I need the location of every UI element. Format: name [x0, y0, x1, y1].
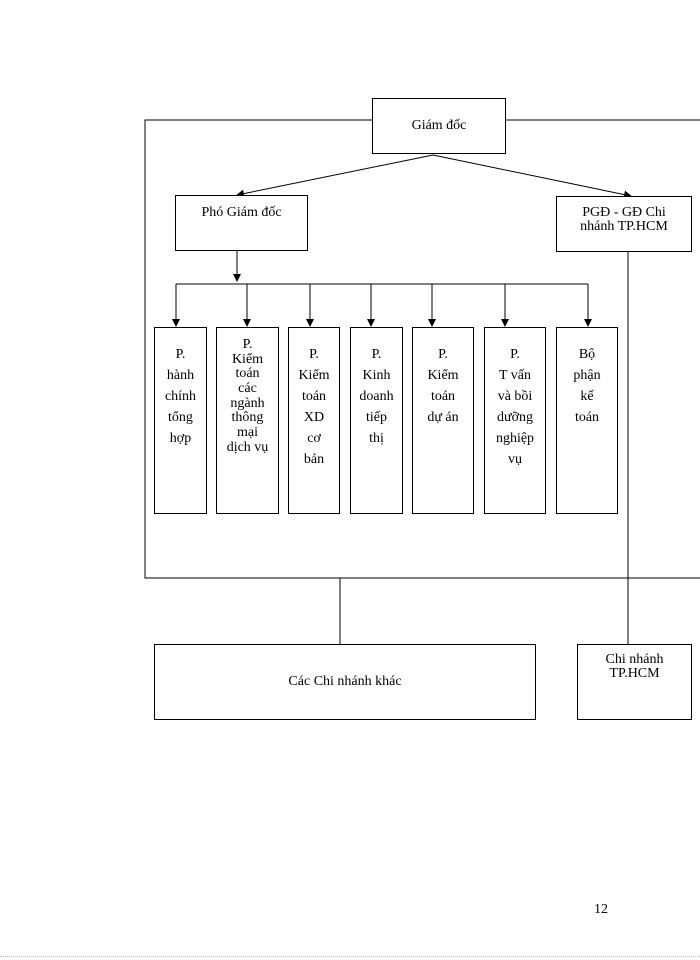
head-office-frame [144, 119, 700, 579]
dept-project-audit-label: P. Kiểm toán dự án [427, 347, 459, 425]
dept-trade-audit-box: P. Kiểm toán các ngành thông mại dịch vụ [216, 327, 279, 514]
dept-consulting-label: P. T vấn và bồi dưỡng nghiệp vụ [495, 347, 535, 467]
dept-marketing-label: P. Kinh doanh tiếp thị [359, 347, 394, 446]
hcm-branch-box: Chi nhánh TP.HCM [577, 644, 692, 720]
dept-admin-box: P. hành chính tổng hợp [154, 327, 207, 514]
hcm-branch-label: Chi nhánh TP.HCM [605, 652, 664, 681]
dept-accounting-box: Bộ phận kế toán [556, 327, 618, 514]
other-branches-label: Các Chi nhánh khác [288, 673, 402, 689]
director-box: Giám đốc [372, 98, 506, 154]
footer-rule [0, 956, 700, 957]
dept-construction-audit-label: P. Kiểm toán XD cơ bản [298, 347, 330, 467]
page-number: 12 [594, 902, 608, 917]
dept-construction-audit-box: P. Kiểm toán XD cơ bản [288, 327, 340, 514]
deputy-director-label: Phó Giám đốc [201, 205, 282, 220]
director-to-deputy-arrow [236, 154, 434, 198]
deputy-director-box: Phó Giám đốc [175, 195, 308, 251]
dept-trade-audit-label: P. Kiểm toán các ngành thông mại dịch vụ [226, 337, 269, 455]
dept-accounting-label: Bộ phận kế toán [573, 347, 601, 425]
other-branches-box: Các Chi nhánh khác [154, 644, 536, 720]
branch-deputy-box: PGĐ - GĐ Chi nhánh TP.HCM [556, 196, 692, 252]
dept-consulting-box: P. T vấn và bồi dưỡng nghiệp vụ [484, 327, 546, 514]
director-to-branch-deputy-arrow [432, 154, 632, 199]
director-label: Giám đốc [411, 117, 467, 133]
dept-project-audit-box: P. Kiểm toán dự án [412, 327, 474, 514]
dept-marketing-box: P. Kinh doanh tiếp thị [350, 327, 403, 514]
dept-admin-label: P. hành chính tổng hợp [164, 347, 197, 446]
branch-deputy-label: PGĐ - GĐ Chi nhánh TP.HCM [580, 205, 668, 234]
